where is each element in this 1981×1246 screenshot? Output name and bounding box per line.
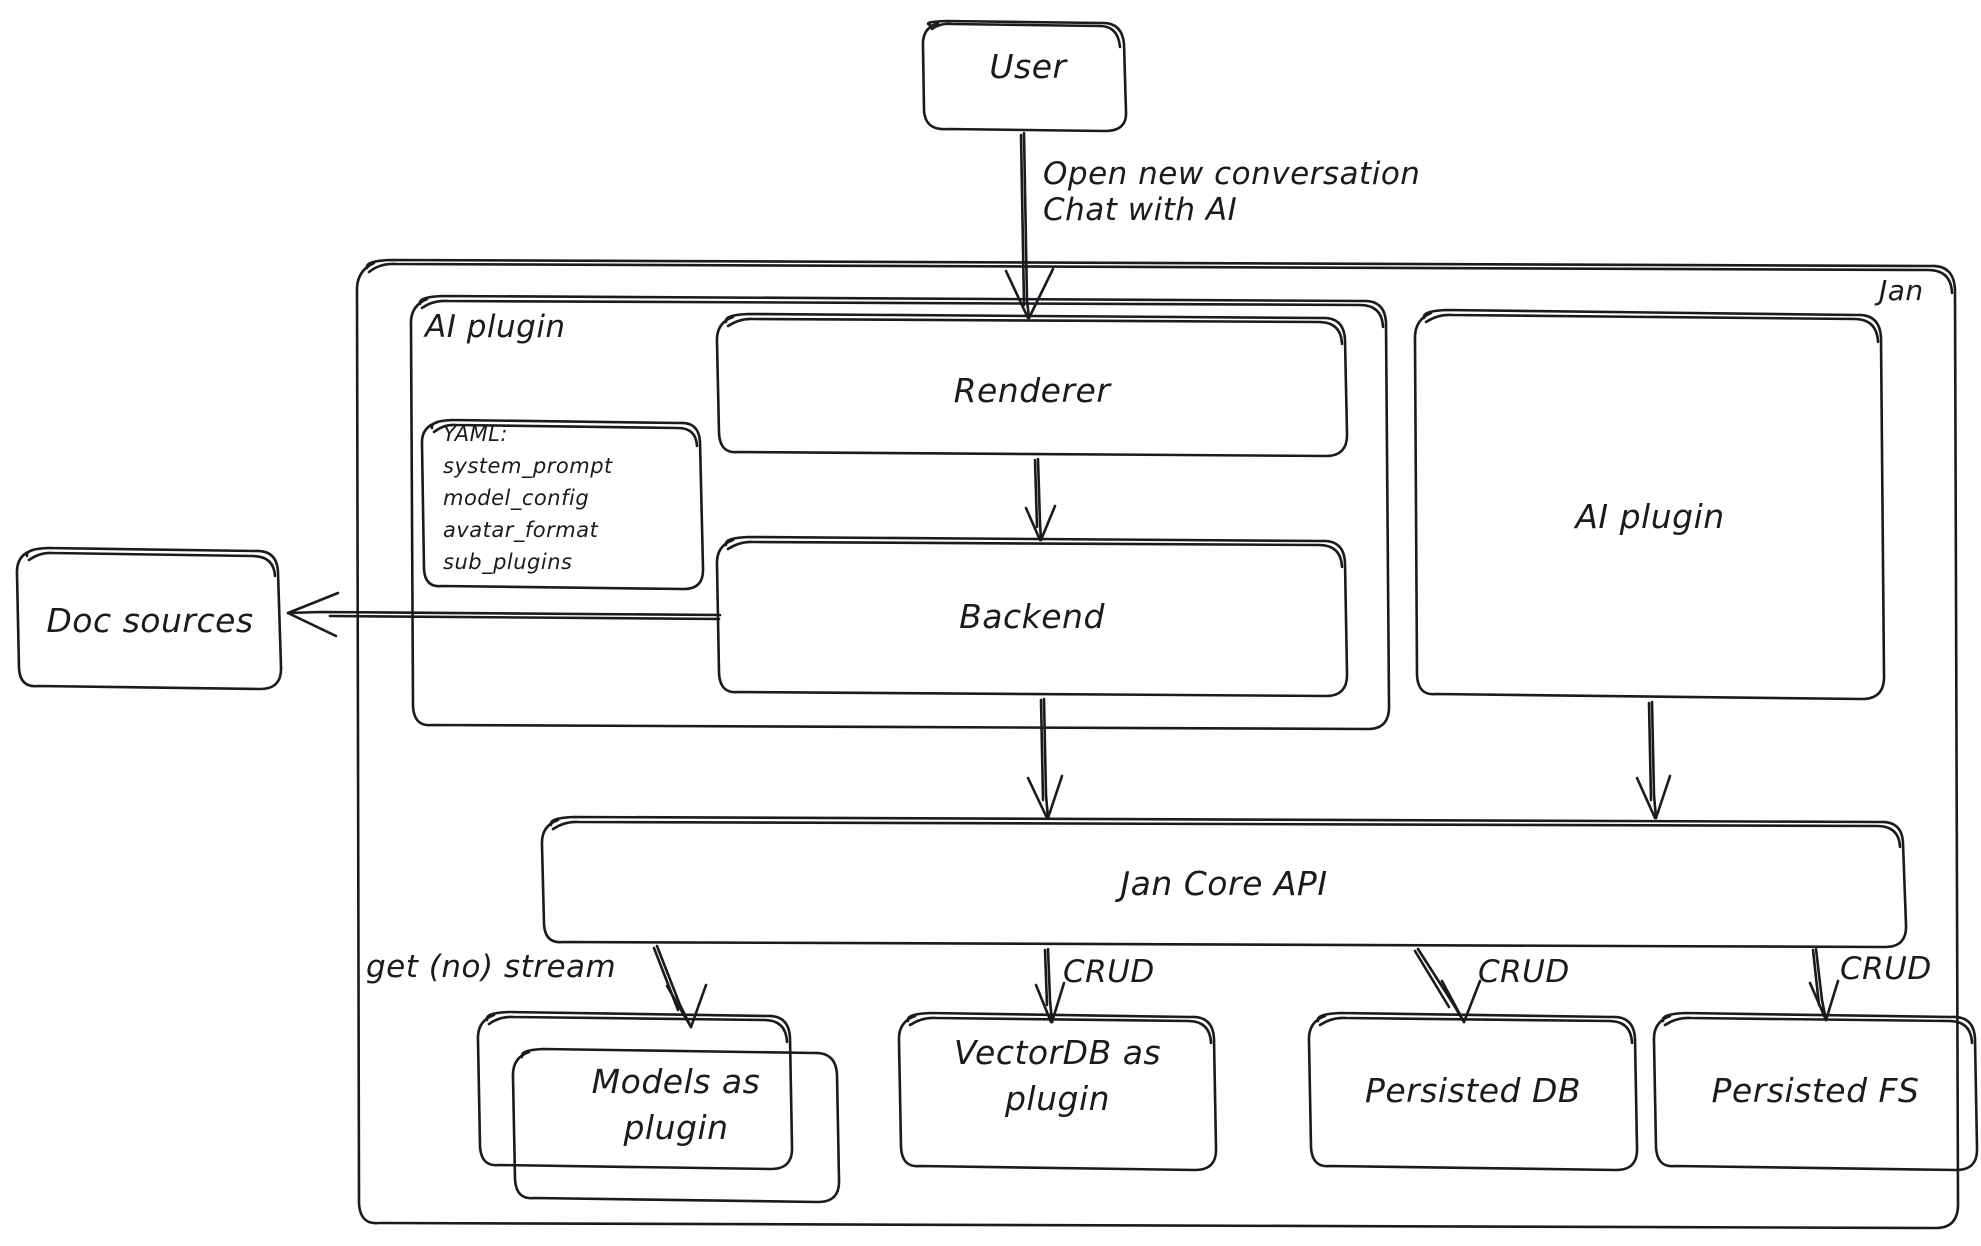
user-label: User [989, 47, 1067, 86]
edge-label-user-to-renderer-text: Open new conversation Chat with AI [1043, 156, 1421, 228]
arrow-backend-to-core-api [1026, 697, 1064, 820]
edge-label-core-to-vectordb: CRUD [1063, 954, 1155, 990]
doc-sources-label: Doc sources [46, 601, 254, 640]
arrow-backend-to-doc-sources [286, 591, 722, 638]
vectordb-as-plugin-box-outline[interactable] [897, 1011, 1218, 1172]
jan-core-api-label: Jan Core API [1120, 864, 1328, 903]
jan-container-label: Jan [1879, 274, 1924, 307]
persisted-fs-box-outline[interactable] [1652, 1011, 1979, 1172]
arrow-core-api-to-persisted-db [1413, 947, 1482, 1024]
arrow-core-api-to-vectordb [1034, 947, 1066, 1024]
arrow-renderer-to-backend [1024, 457, 1057, 542]
models-as-plugin-box-outline[interactable] [511, 1047, 841, 1204]
vectordb-as-plugin-label: VectorDB as plugin [953, 1033, 1162, 1118]
renderer-box-outline[interactable] [715, 312, 1349, 458]
doc-sources-box-outline[interactable] [15, 546, 283, 691]
user-box-outline[interactable] [921, 19, 1128, 133]
edge-label-core-to-models: get (no) stream [366, 949, 617, 985]
jan-core-api-box-outline[interactable] [540, 815, 1908, 949]
backend-box-outline[interactable] [715, 535, 1349, 698]
renderer-label: Renderer [953, 371, 1111, 410]
ai-plugin-box-outline[interactable] [1413, 308, 1886, 701]
persisted-fs-label: Persisted FS [1711, 1071, 1920, 1110]
ai-plugin-container-outline[interactable] [409, 294, 1391, 731]
backend-label: Backend [959, 597, 1105, 636]
edge-label-core-to-persisted-db: CRUD [1478, 954, 1570, 990]
persisted-db-label: Persisted DB [1364, 1071, 1582, 1110]
yaml-note-label: YAML: system_prompt model_config avatar_… [443, 422, 613, 574]
jan-container-outline[interactable] [355, 258, 1960, 1230]
ai-plugin-box-label: AI plugin [1575, 497, 1725, 536]
edge-label-user-to-renderer: Open new conversation Chat with AI [1043, 156, 1503, 228]
edge-label-core-to-persisted-fs: CRUD [1840, 951, 1932, 987]
models-as-plugin-back-box-outline[interactable] [476, 1010, 794, 1171]
ai-plugin-container-label: AI plugin [425, 309, 566, 345]
arrow-core-api-to-persisted-fs [1808, 947, 1840, 1022]
arrow-ai-plugin-to-core-api [1635, 700, 1672, 820]
yaml-note-box-outline[interactable] [420, 418, 705, 591]
models-as-plugin-label: Models as plugin [591, 1062, 761, 1147]
persisted-db-box-outline[interactable] [1307, 1011, 1639, 1172]
